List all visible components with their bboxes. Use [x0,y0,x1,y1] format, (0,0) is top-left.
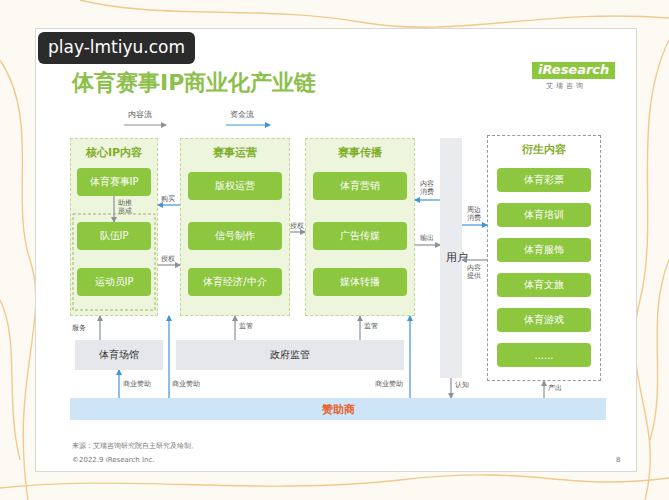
edge-label: 内容消费 [420,180,436,196]
process-box: 广告传媒 [313,222,407,250]
watermark: play-lmtiyu.com [38,32,195,64]
group-box: 衍生内容体育彩票体育培训体育服饰体育文旅体育游戏...... [487,135,601,381]
flow-arrow [158,204,180,205]
flow-arrow [415,199,440,200]
flow-arrow [415,244,440,245]
edge-label: 监管 [239,322,263,330]
box-text: 政府监管 [270,348,310,362]
flow-arrow [234,316,235,340]
legend-sample [226,124,270,125]
flow-arrow [543,381,544,398]
flow-arrow [99,316,100,340]
logo-subtext: 艾瑞咨询 [546,82,586,90]
box-text: 队伍IP [100,229,129,243]
process-box: 体育经济/中介 [188,268,282,296]
legend-text: 内容流 [128,110,152,119]
box-text: 体育培训 [524,208,564,222]
user-bar: 用户 [440,138,462,378]
group-heading: 赛事传播 [306,145,414,160]
box-text: 体育赛事IP [90,175,139,189]
flow-arrow [409,316,410,398]
box-text: 体育文旅 [524,278,564,292]
flow-arrow [290,231,305,232]
edge-label: 助推形成 [118,199,134,215]
legend-sample [124,124,166,125]
edge-label: 服务 [72,324,96,332]
box-text: 版权运营 [215,179,255,193]
flow-arrow [168,316,169,398]
process-box: 媒体转播 [313,268,407,296]
edge-label: 商业赞助 [123,380,157,388]
diagram-title: 体育赛事IP商业化产业链 [72,68,316,98]
edge-label: 监管 [364,322,388,330]
process-box: 体育场馆 [75,340,163,370]
edge-label: 购买 [161,195,179,203]
group-heading: 核心IP内容 [71,145,157,160]
process-box: 政府监管 [176,340,404,370]
group-fill [487,135,601,381]
flow-arrow [462,259,487,260]
process-box: 信号制作 [188,222,282,250]
box-text: 体育服饰 [524,243,564,257]
edge-label: 内容提供 [467,264,483,280]
group-box: 赛事传播体育营销广告传媒媒体转播 [305,138,415,316]
process-box: 体育赛事IP [77,168,151,196]
group-heading: 赛事运营 [181,145,289,160]
edge-label: 周边消费 [467,206,483,222]
box-text: 体育彩票 [524,173,564,187]
group-fill [180,138,290,316]
process-box: 运动员IP [77,268,151,296]
logo-text: iResearch [532,62,615,79]
box-text: 体育营销 [340,179,380,193]
flow-arrow [450,378,451,398]
process-box: 体育游戏 [497,308,591,332]
box-text: 体育经济/中介 [203,275,266,289]
group-heading: 衍生内容 [488,142,600,157]
edge-label: 授权 [161,255,179,263]
edge-label: 授权 [290,222,306,230]
process-box: ...... [497,343,591,367]
copyright: ©2022.9 iResearch Inc. [72,456,155,464]
inner-dashed-group [73,214,155,310]
sponsor-band: 赞助商 [70,398,606,420]
edge-label: 认知 [455,381,479,389]
group-fill [305,138,415,316]
process-box: 体育营销 [313,172,407,200]
page-number: 8 [616,456,620,464]
source-caption: 来源：艾瑞咨询研究院自主研究及绘制。 [72,442,198,450]
flow-arrow [158,264,180,265]
process-box: 体育文旅 [497,273,591,297]
legend-text: 资金流 [230,110,254,119]
box-text: 体育游戏 [524,313,564,327]
box-text: ...... [534,350,553,361]
flow-arrow [359,316,360,340]
box-text: 体育场馆 [99,348,139,362]
process-box: 体育培训 [497,203,591,227]
box-text: 运动员IP [95,275,134,289]
process-box: 队伍IP [77,222,151,250]
flow-arrow [118,370,119,398]
edge-label: 产出 [548,384,572,392]
edge-label: 输出 [420,234,436,242]
process-box: 体育彩票 [497,168,591,192]
process-box: 体育服饰 [497,238,591,262]
box-text: 赞助商 [322,402,355,417]
flow-arrow [113,196,114,222]
group-fill [70,138,158,316]
edge-label: 商业赞助 [375,380,409,388]
box-text: 广告传媒 [340,229,380,243]
group-box: 核心IP内容体育赛事IP 队伍IP 运动员IP [70,138,158,316]
group-box: 赛事运营版权运营信号制作体育经济/中介 [180,138,290,316]
box-text: 用户 [446,252,457,264]
box-text: 信号制作 [215,229,255,243]
box-text: 媒体转播 [340,275,380,289]
edge-label: 商业赞助 [172,380,206,388]
process-box: 版权运营 [188,172,282,200]
flow-arrow [462,224,487,225]
